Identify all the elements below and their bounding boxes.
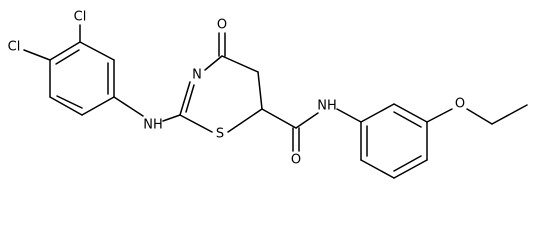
aryl-nh-bond (113, 96, 144, 117)
aryl-o-bond (426, 108, 453, 123)
n-ring-label: N (192, 68, 202, 83)
nh-amine-label: NH (143, 118, 163, 133)
ethoxyphenyl-ring (360, 103, 428, 179)
amide-nh-bond (295, 112, 319, 129)
structure-drawing: Cl Cl NH N S O O NH O (8, 10, 528, 179)
o-ether-label: O (455, 97, 465, 112)
nh-aryl-bond (336, 108, 362, 123)
molecule-diagram: Cl Cl NH N S O O NH O (8, 10, 528, 179)
nh-amide-label: NH (317, 99, 337, 114)
nh-c2-bond (162, 114, 181, 122)
c6-amide-bond (261, 108, 297, 129)
s-ring-label: S (216, 127, 224, 142)
ch2-ch3-bond (491, 104, 528, 125)
cl-upper-label: Cl (74, 10, 87, 25)
o-ch2-bond (466, 108, 493, 125)
cl-lower-label: Cl (8, 40, 21, 55)
thiazine-ring (179, 55, 263, 133)
c-cl-lower-bond (23, 49, 51, 61)
dichlorophenyl-ring (49, 41, 115, 116)
o-ring-label: O (217, 18, 227, 33)
o-amide-label: O (291, 153, 301, 168)
